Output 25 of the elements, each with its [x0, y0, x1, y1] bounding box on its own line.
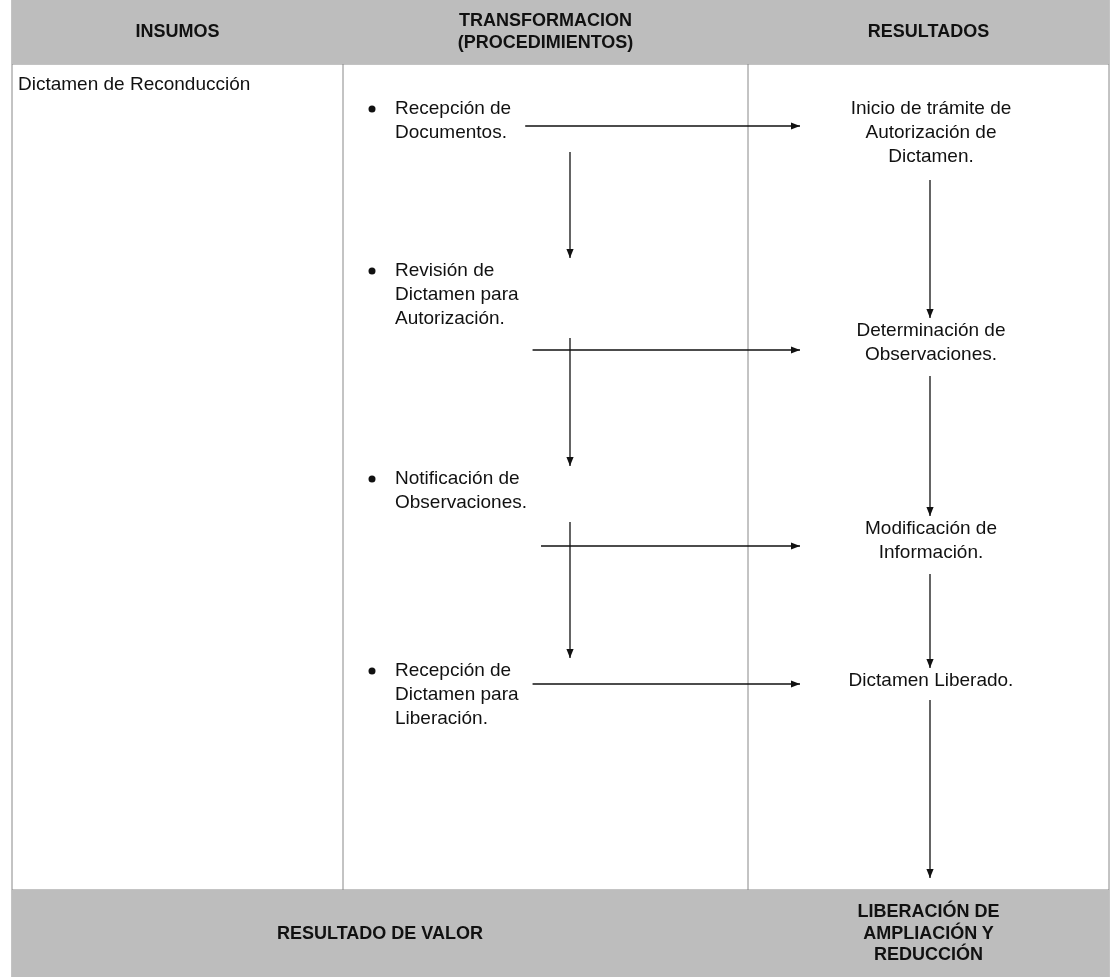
arrow	[540, 542, 801, 550]
arrow	[566, 337, 574, 467]
procedure-text: Notificación de Observaciones.	[395, 466, 528, 514]
arrow	[531, 680, 801, 688]
header-cell: RESULTADO DE VALOR	[12, 890, 748, 977]
procedure-text: Recepción de Dictamen para Liberación.	[395, 658, 520, 730]
arrow	[926, 699, 934, 879]
arrow	[566, 521, 574, 659]
procedure-text: Recepción de Documentos.	[395, 96, 513, 144]
result-text: Modificación de Información.	[800, 516, 1062, 574]
arrow	[531, 346, 801, 354]
result-text: Inicio de trámite de Autorización de Dictamen.	[800, 96, 1062, 180]
arrow	[524, 122, 801, 130]
arrow	[566, 151, 574, 259]
result-text: Determinación de Observaciones.	[800, 318, 1062, 376]
arrow	[926, 375, 934, 517]
result-text: Dictamen Liberado.	[800, 668, 1062, 700]
header-cell: RESULTADOS	[748, 0, 1109, 64]
procedure-text: Revisión de Dictamen para Autorización.	[395, 258, 520, 330]
input-text: Dictamen de Reconducción	[18, 72, 268, 98]
arrow	[926, 179, 934, 319]
arrow	[926, 573, 934, 669]
header-cell: LIBERACIÓN DE AMPLIACIÓN Y REDUCCIÓN	[748, 890, 1109, 977]
header-cell: TRANSFORMACION (PROCEDIMIENTOS)	[343, 0, 748, 64]
header-cell: INSUMOS	[12, 0, 343, 64]
